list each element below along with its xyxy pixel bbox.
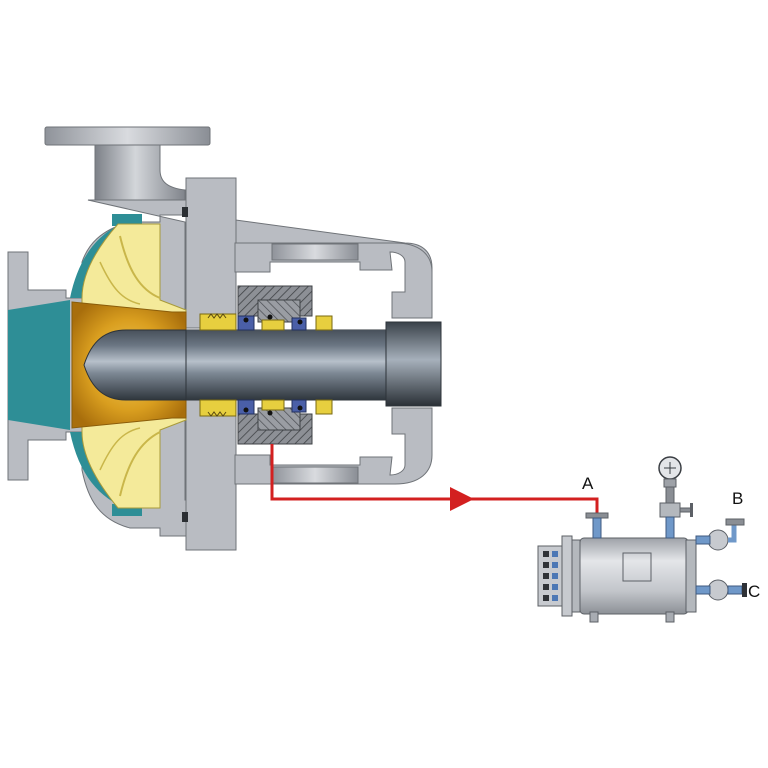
connection-c (695, 579, 747, 601)
label-c: C (748, 582, 760, 601)
pressure-gauge (658, 456, 682, 488)
mechanical-seal (199, 285, 333, 445)
connection-a (585, 512, 609, 539)
flush-line (270, 444, 599, 518)
flange-bolts (543, 551, 558, 601)
label-b: B (732, 489, 743, 508)
seal-pot-vessel (537, 535, 697, 623)
label-a: A (582, 474, 594, 493)
discharge-nozzle (44, 126, 211, 201)
shaft (83, 321, 442, 407)
connection-b (695, 518, 745, 551)
fill-valve (659, 486, 693, 539)
